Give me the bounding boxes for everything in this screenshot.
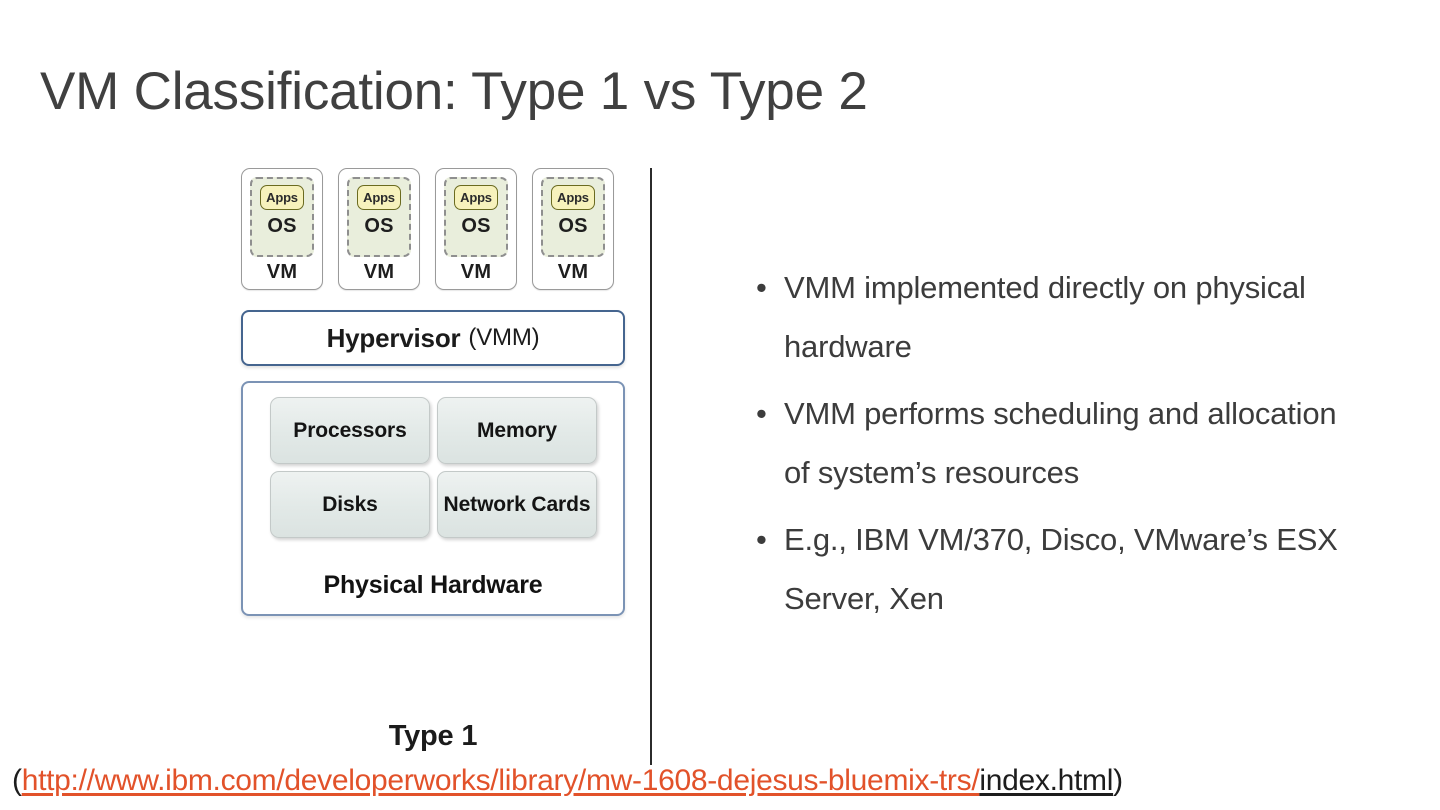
- vm-row: Apps OS VM Apps OS VM Apps OS VM Apps OS: [240, 168, 626, 292]
- bullet-text: VMM performs scheduling and allocation o…: [784, 396, 1337, 490]
- vm-box: Apps OS VM: [241, 168, 323, 290]
- source-link[interactable]: http://www.ibm.com/developerworks/librar…: [21, 764, 980, 797]
- os-label: OS: [364, 215, 394, 237]
- vertical-divider: [650, 168, 652, 765]
- bullet-text: E.g., IBM VM/370, Disco, VMware’s ESX Se…: [784, 522, 1338, 616]
- hypervisor-abbrev: (VMM): [468, 324, 540, 351]
- bullet-marker-icon: •: [756, 270, 767, 305]
- os-label: OS: [267, 215, 297, 237]
- vm-label: VM: [557, 261, 589, 283]
- hardware-caption: Physical Hardware: [323, 571, 543, 599]
- open-paren: (: [12, 764, 22, 797]
- physical-hardware-box: Processors Memory Disks Network Cards Ph…: [241, 381, 625, 616]
- apps-chip: Apps: [454, 185, 498, 210]
- bullet-text: VMM implemented directly on physical har…: [784, 270, 1306, 364]
- type1-architecture-diagram: Apps OS VM Apps OS VM Apps OS VM Apps OS: [240, 168, 626, 752]
- bullet-marker-icon: •: [756, 396, 767, 431]
- vm-guest-container: Apps OS: [250, 177, 314, 257]
- list-item: • E.g., IBM VM/370, Disco, VMware’s ESX …: [752, 510, 1352, 628]
- vm-guest-container: Apps OS: [347, 177, 411, 257]
- hypervisor-name: Hypervisor: [326, 322, 461, 353]
- apps-chip: Apps: [260, 185, 304, 210]
- vm-label: VM: [460, 261, 492, 283]
- vm-box: Apps OS VM: [435, 168, 517, 290]
- list-item: • VMM implemented directly on physical h…: [752, 258, 1352, 376]
- diagram-type-label: Type 1: [388, 720, 478, 752]
- os-label: OS: [461, 215, 491, 237]
- list-item: • VMM performs scheduling and allocation…: [752, 384, 1352, 502]
- apps-chip: Apps: [357, 185, 401, 210]
- vm-label: VM: [266, 261, 298, 283]
- hardware-cell-disks: Disks: [270, 471, 430, 538]
- hardware-cell-processors: Processors: [270, 397, 430, 464]
- vm-box: Apps OS VM: [532, 168, 614, 290]
- hardware-cell-memory: Memory: [437, 397, 597, 464]
- apps-chip: Apps: [551, 185, 595, 210]
- vm-guest-container: Apps OS: [444, 177, 508, 257]
- vm-guest-container: Apps OS: [541, 177, 605, 257]
- source-link-file[interactable]: index.html: [979, 764, 1114, 797]
- bullet-list: • VMM implemented directly on physical h…: [752, 258, 1352, 636]
- vm-label: VM: [363, 261, 395, 283]
- hardware-cell-network-cards: Network Cards: [437, 471, 597, 538]
- page-title: VM Classification: Type 1 vs Type 2: [40, 62, 868, 121]
- os-label: OS: [558, 215, 588, 237]
- hypervisor-box: Hypervisor (VMM): [241, 310, 625, 366]
- close-paren: ): [1113, 764, 1123, 797]
- source-link-line: (http://www.ibm.com/developerworks/libra…: [12, 761, 1123, 801]
- vm-box: Apps OS VM: [338, 168, 420, 290]
- bullet-marker-icon: •: [756, 522, 767, 557]
